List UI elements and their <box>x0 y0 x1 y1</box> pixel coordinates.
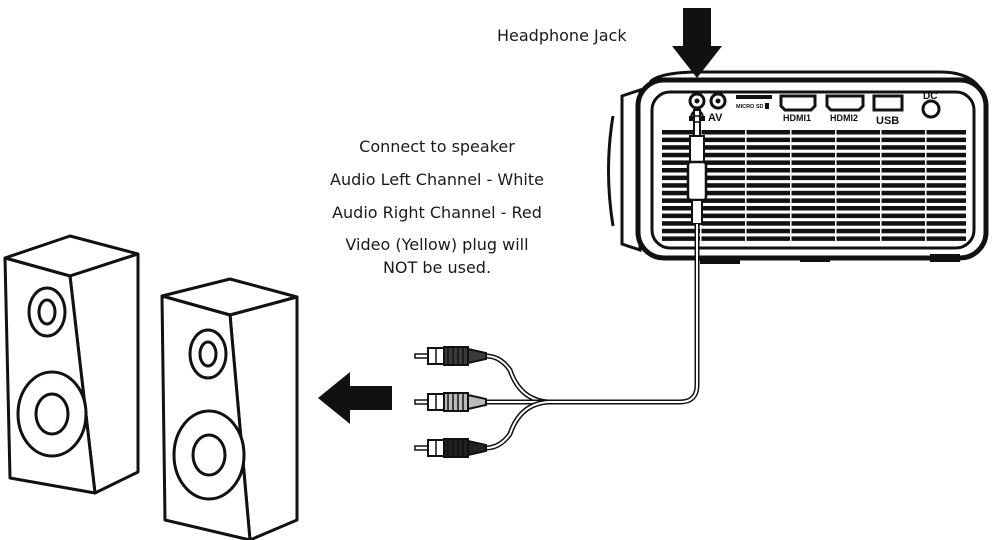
microsd-label: MICRO SD <box>736 104 764 110</box>
av-port-label: AV <box>708 112 723 124</box>
left-channel-label: Audio Left Channel - White <box>330 170 544 189</box>
vent-slot <box>662 168 966 173</box>
vent-divider <box>790 128 792 242</box>
rca-plug-middle <box>414 392 487 412</box>
speaker-right <box>160 277 299 540</box>
hdmi1-port: HDMI1 <box>779 94 817 123</box>
dc-label: DC <box>923 91 937 102</box>
vent-slot <box>662 221 966 226</box>
vent-slot <box>662 213 966 219</box>
audio-cable <box>414 109 708 458</box>
vent-slot <box>662 228 966 234</box>
vent-slot <box>662 183 966 188</box>
vent-slot <box>662 175 966 181</box>
vent-grille <box>662 128 966 242</box>
vent-divider <box>880 128 882 242</box>
av-port: AV <box>708 92 727 124</box>
vent-slot <box>662 130 966 135</box>
left-arrow-icon <box>318 372 392 424</box>
hdmi2-label: HDMI2 <box>830 113 858 123</box>
usb-port: USB <box>872 94 904 127</box>
projector <box>607 70 989 264</box>
vent-divider <box>745 128 747 242</box>
right-channel-label: Audio Right Channel - Red <box>332 203 542 222</box>
vent-slot <box>662 206 966 211</box>
vent-slot <box>662 145 966 150</box>
hdmi1-label: HDMI1 <box>783 113 811 123</box>
microsd-slot: MICRO SD <box>736 95 772 110</box>
video-note-line1: Video (Yellow) plug will <box>345 235 529 254</box>
down-arrow-icon <box>672 8 722 78</box>
headphone-jack-label: Headphone Jack <box>497 26 627 45</box>
speaker-left <box>3 234 140 495</box>
headphone-port <box>688 92 706 110</box>
hdmi2-port: HDMI2 <box>825 94 865 123</box>
vent-slot <box>662 160 966 165</box>
vent-slot <box>662 236 966 241</box>
dc-port: DC <box>921 91 941 119</box>
usb-label: USB <box>876 115 899 127</box>
vent-divider <box>835 128 837 242</box>
vent-slot <box>662 152 966 158</box>
connect-label: Connect to speaker <box>359 137 515 156</box>
video-note-line2: NOT be used. <box>382 258 492 277</box>
rca-plug-top <box>414 346 487 366</box>
vent-divider <box>925 128 927 242</box>
vent-slot <box>662 190 966 196</box>
rca-plug-bottom <box>414 438 487 458</box>
vent-slot <box>662 198 966 203</box>
vent-slot <box>662 137 966 143</box>
